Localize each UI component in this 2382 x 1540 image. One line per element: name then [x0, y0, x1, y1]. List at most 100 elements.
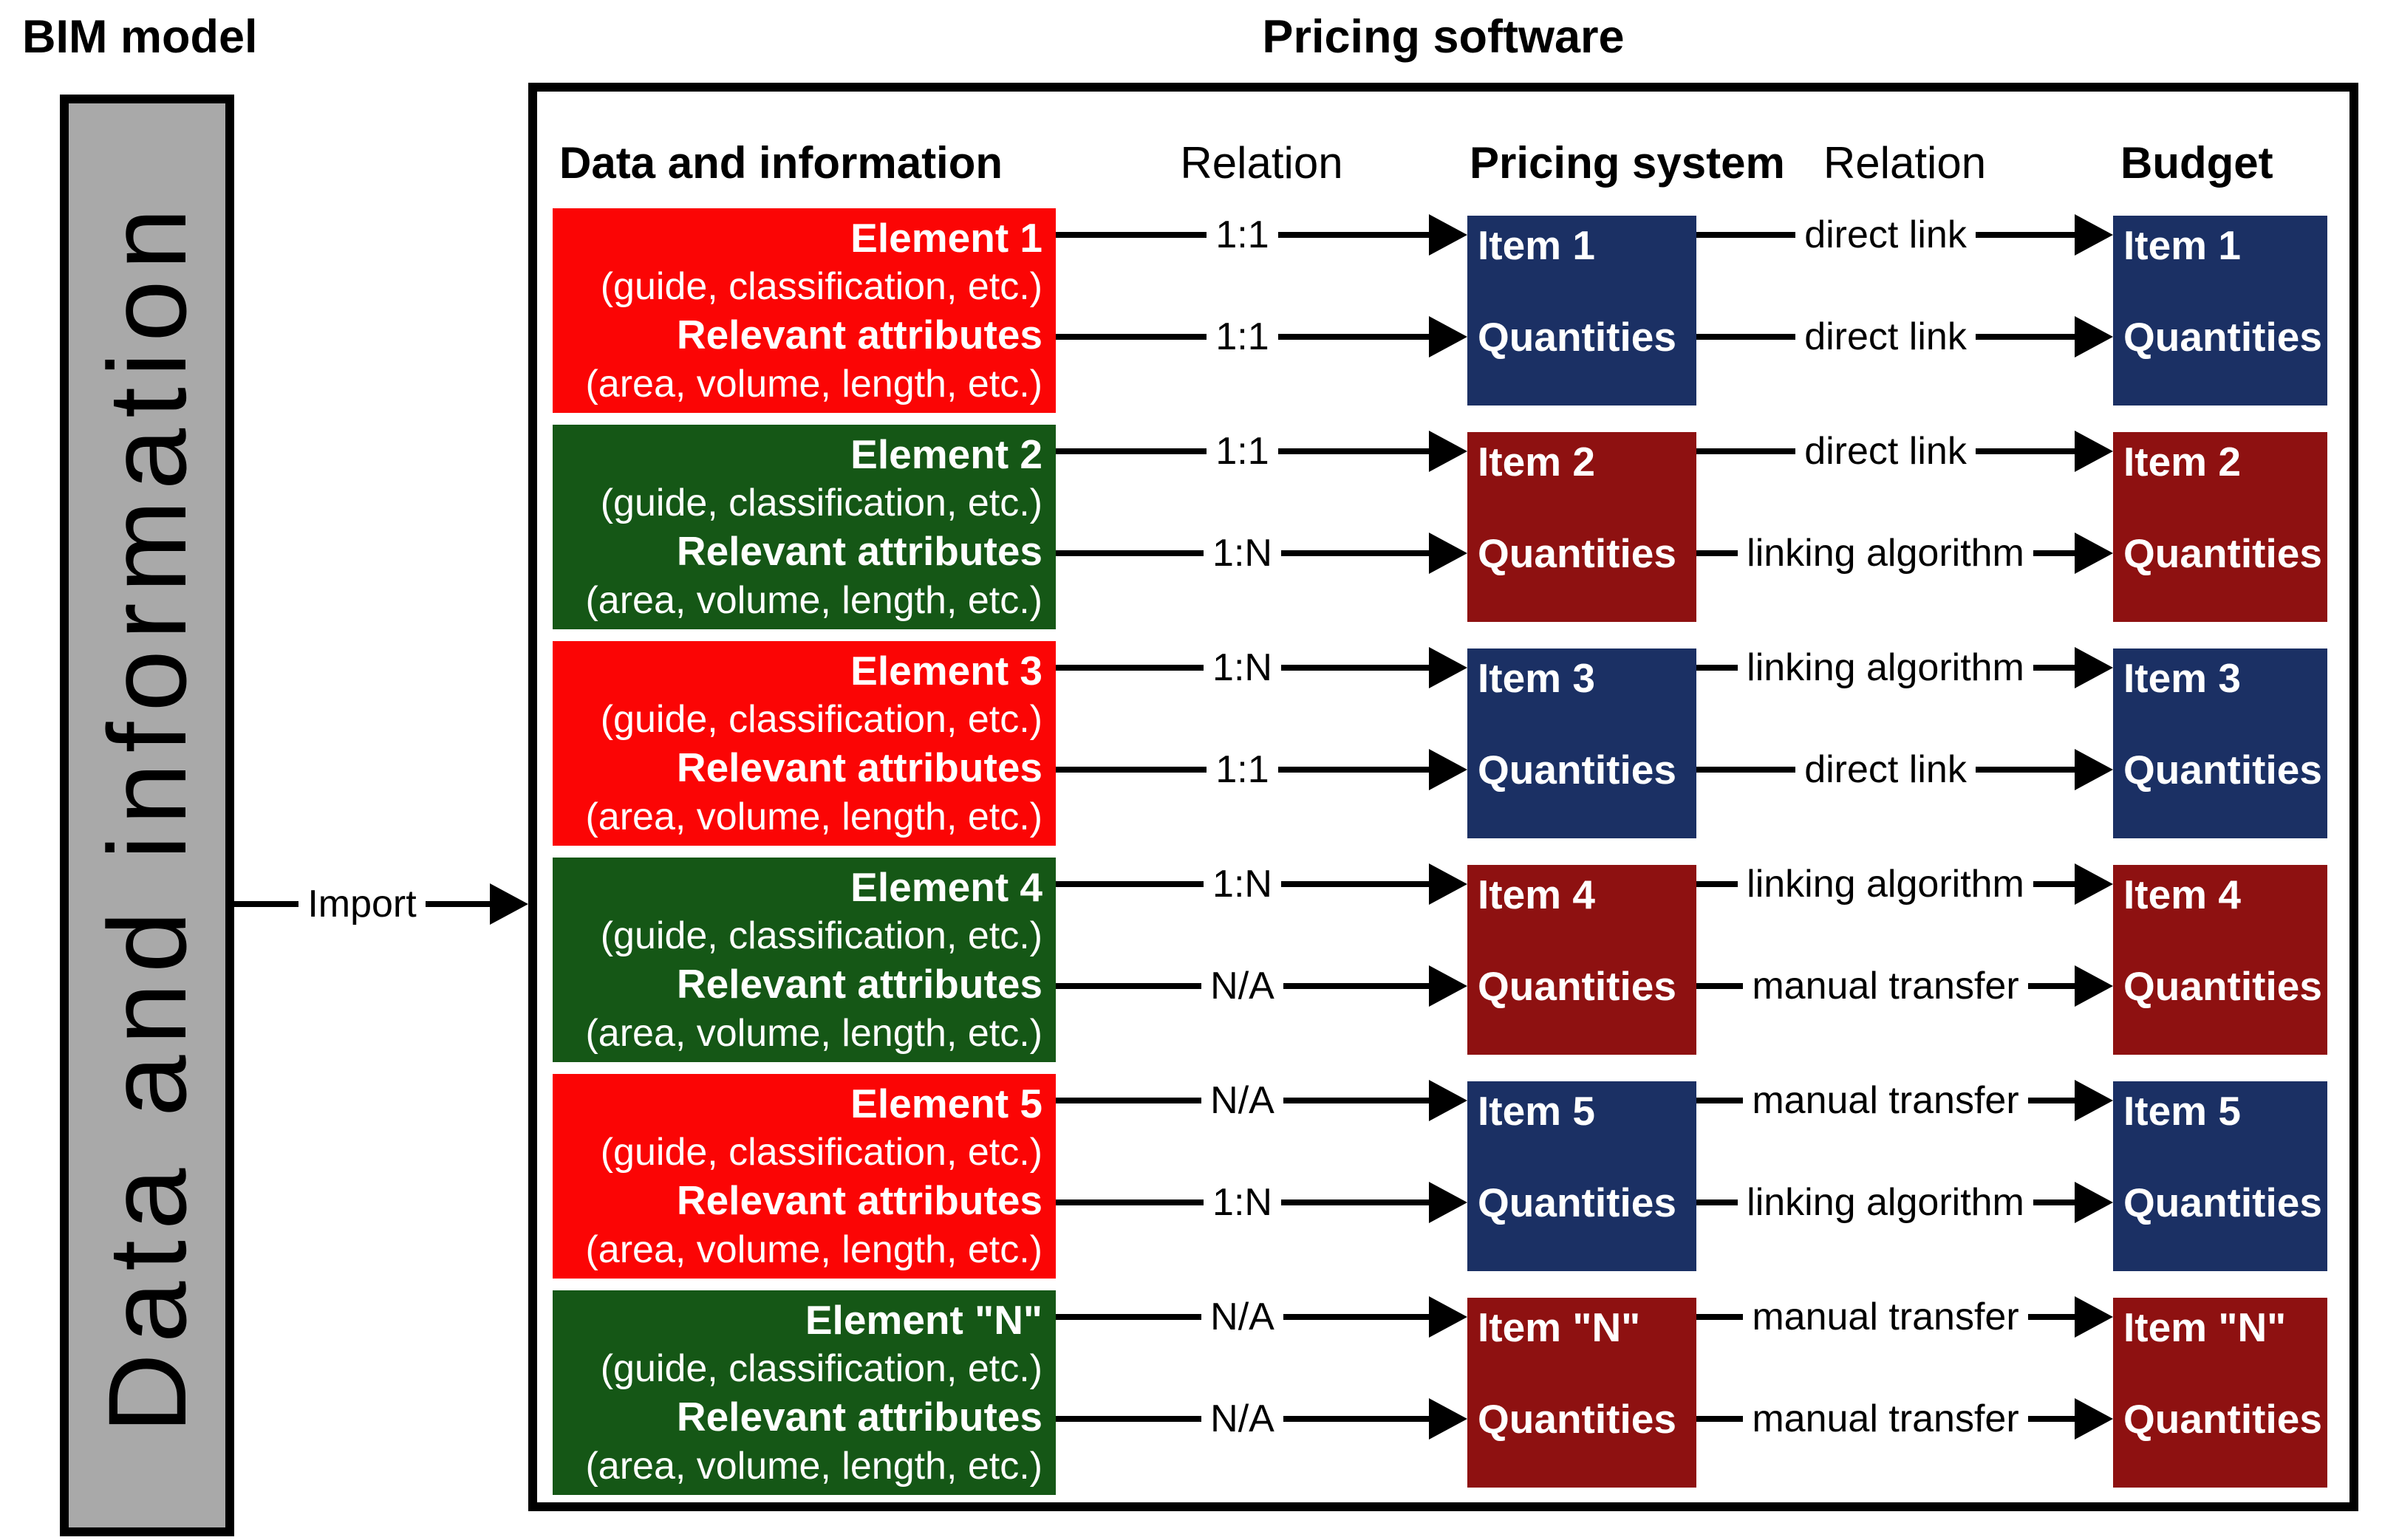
arrow-line — [1056, 1314, 1202, 1320]
arrowhead-icon — [1429, 965, 1467, 1007]
item-quantities: Quantities — [1478, 314, 1676, 360]
arrowhead-icon — [1429, 316, 1468, 357]
table-row: Element 4 (guide, classification, etc.) … — [553, 858, 2327, 1062]
import-label: Import — [307, 883, 417, 925]
relation-label-top: N/A — [1210, 1079, 1274, 1122]
relation-arrow: N/A — [1056, 1397, 1467, 1440]
element-block: Element 3 (guide, classification, etc.) … — [553, 641, 1056, 846]
relation-arrow: N/A — [1056, 1079, 1467, 1122]
budget-item-title: Item 1 — [2123, 222, 2241, 268]
arrow-line — [1280, 881, 1430, 887]
budget-item-box: Item 2 Quantities — [2113, 432, 2327, 622]
relation-arrow: 1:N — [1056, 1181, 1468, 1224]
arrow-line — [1056, 448, 1207, 454]
arrowhead-icon — [2075, 647, 2114, 688]
relation-arrow: 1:1 — [1056, 213, 1468, 256]
arrow-line — [2033, 550, 2075, 556]
pricing-item-box: Item "N" Quantities — [1467, 1298, 1696, 1488]
relation-1-cell: N/A N/A — [1056, 1290, 1467, 1495]
relation-arrow: manual transfer — [1696, 1079, 2114, 1122]
element-block: Element "N" (guide, classification, etc.… — [553, 1290, 1056, 1495]
arrowhead-icon — [2075, 316, 2114, 357]
relation-label-bottom: 1:1 — [1215, 748, 1269, 791]
budget-item-box: Item 1 Quantities — [2113, 216, 2327, 405]
arrow-line — [1056, 334, 1207, 340]
relation-label-top: linking algorithm — [1747, 863, 2024, 906]
relation-arrow: direct link — [1696, 315, 2114, 358]
table-row: Element 3 (guide, classification, etc.) … — [553, 641, 2327, 846]
relation-arrow: manual transfer — [1696, 1296, 2114, 1338]
element-attributes-title: Relevant attributes — [676, 745, 1042, 791]
item-quantities: Quantities — [1478, 1180, 1676, 1226]
arrowhead-icon — [2075, 863, 2114, 905]
arrowhead-icon — [1429, 1398, 1467, 1440]
element-attributes-line: (area, volume, length, etc.) — [585, 1228, 1042, 1271]
item-quantities: Quantities — [1478, 1396, 1676, 1443]
relation-arrow: linking algorithm — [1696, 532, 2114, 575]
relation-arrow: 1:N — [1056, 532, 1468, 575]
arrowhead-icon — [2075, 965, 2114, 1007]
rows-container: Element 1 (guide, classification, etc.) … — [553, 208, 2327, 1495]
arrow-line — [2027, 1314, 2075, 1320]
arrow-line — [234, 901, 299, 907]
relation-arrow: N/A — [1056, 965, 1467, 1007]
element-guide-line: (guide, classification, etc.) — [600, 1131, 1042, 1174]
arrowhead-icon — [1429, 647, 1468, 688]
arrow-line — [1975, 334, 2075, 340]
table-row: Element 2 (guide, classification, etc.) … — [553, 425, 2327, 629]
budget-item-quantities: Quantities — [2123, 963, 2322, 1010]
relation-arrow: 1:N — [1056, 863, 1468, 906]
arrow-line — [1056, 1200, 1204, 1205]
relation-2-cell: linking algorithm direct link — [1696, 641, 2114, 846]
element-attributes-line: (area, volume, length, etc.) — [585, 795, 1042, 838]
arrowhead-icon — [1429, 863, 1468, 905]
arrowhead-icon — [1429, 214, 1468, 256]
arrow-line — [1056, 983, 1202, 989]
relation-label-top: manual transfer — [1752, 1079, 2019, 1122]
table-row: Element "N" (guide, classification, etc.… — [553, 1290, 2327, 1495]
element-attributes-line: (area, volume, length, etc.) — [585, 578, 1042, 622]
element-block: Element 5 (guide, classification, etc.) … — [553, 1074, 1056, 1279]
arrowhead-icon — [2075, 1398, 2114, 1440]
relation-label-top: manual transfer — [1752, 1296, 2019, 1338]
element-attributes-title: Relevant attributes — [676, 312, 1042, 358]
arrow-line — [1283, 1416, 1429, 1422]
arrowhead-icon — [2075, 1182, 2114, 1223]
budget-item-box: Item 3 Quantities — [2113, 648, 2327, 838]
arrow-line — [1696, 232, 1796, 238]
relation-arrow: 1:1 — [1056, 430, 1468, 473]
budget-item-quantities: Quantities — [2123, 747, 2322, 793]
budget-item-quantities: Quantities — [2123, 1180, 2322, 1226]
element-block: Element 4 (guide, classification, etc.) … — [553, 858, 1056, 1062]
relation-arrow: direct link — [1696, 430, 2114, 473]
arrow-line — [2033, 665, 2075, 671]
arrow-line — [2033, 1200, 2075, 1205]
relation-arrow: N/A — [1056, 1296, 1467, 1338]
item-quantities: Quantities — [1478, 530, 1676, 577]
relation-arrow: manual transfer — [1696, 965, 2114, 1007]
relation-1-cell: N/A 1:N — [1056, 1074, 1468, 1279]
relation-label-top: 1:N — [1212, 646, 1272, 689]
relation-label-top: linking algorithm — [1747, 646, 2024, 689]
relation-label-bottom: direct link — [1804, 315, 1967, 358]
relation-2-cell: manual transfer manual transfer — [1696, 1290, 2114, 1495]
arrowhead-icon — [2075, 749, 2114, 790]
arrow-line — [1696, 550, 1738, 556]
arrow-line — [1696, 983, 1744, 989]
element-title: Element 4 — [850, 863, 1042, 910]
budget-item-title: Item 4 — [2123, 872, 2241, 917]
relation-label-bottom: 1:N — [1212, 532, 1272, 575]
relation-1-cell: 1:N 1:1 — [1056, 641, 1468, 846]
relation-label-top: N/A — [1210, 1296, 1274, 1338]
arrow-line — [1277, 448, 1430, 454]
relation-label-bottom: N/A — [1210, 965, 1274, 1007]
relation-label-bottom: direct link — [1804, 748, 1967, 791]
arrow-line — [1280, 665, 1430, 671]
budget-item-quantities: Quantities — [2123, 314, 2322, 360]
element-title: Element 2 — [850, 431, 1042, 477]
arrow-line — [1696, 334, 1796, 340]
relation-arrow: linking algorithm — [1696, 863, 2114, 906]
arrowhead-icon — [1429, 749, 1468, 790]
pricing-item-box: Item 1 Quantities — [1467, 216, 1696, 405]
import-arrow: Import — [234, 880, 528, 928]
